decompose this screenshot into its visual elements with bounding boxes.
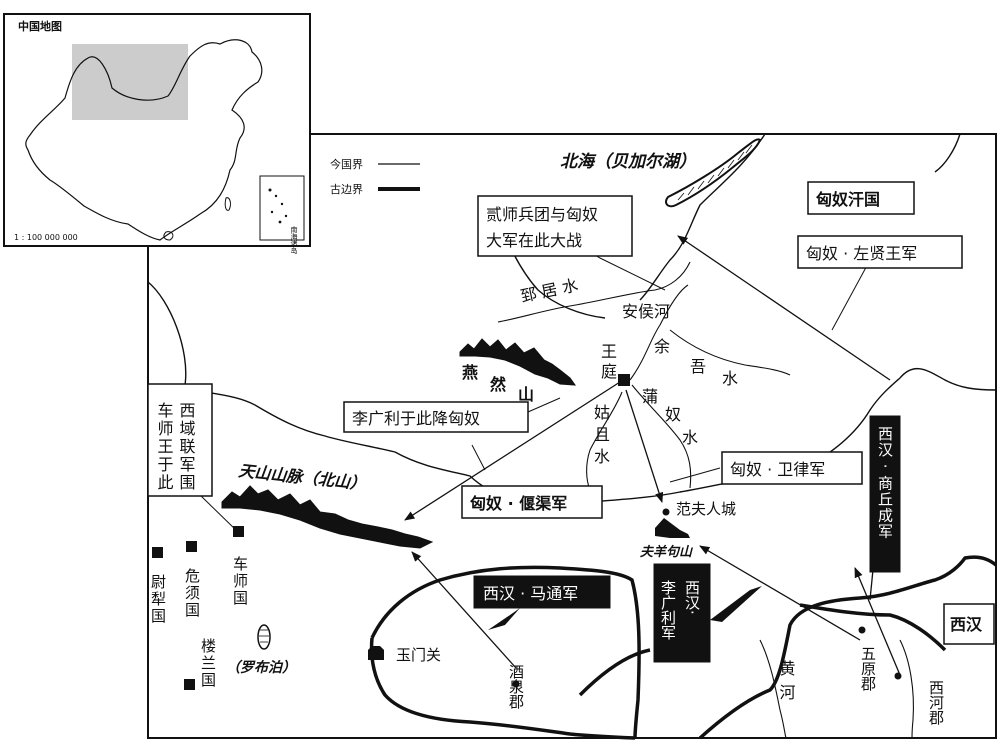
arrow-wangting-to-tianshan	[404, 381, 621, 521]
svg-text:匈奴 · 偃渠军: 匈奴 · 偃渠军	[469, 494, 567, 513]
label-guqie-3: 水	[594, 447, 610, 466]
jiuquan-marker	[512, 680, 520, 688]
svg-text:贰师兵团与匈奴: 贰师兵团与匈奴	[486, 205, 598, 224]
svg-text:李广利军: 李广利军	[659, 580, 677, 640]
label-yanran-3: 山	[518, 385, 534, 404]
callout-zuoxian: 匈奴 · 左贤王军	[797, 235, 963, 269]
label-puhe-2: 奴	[665, 405, 681, 424]
label-yanran-2: 然	[490, 375, 506, 394]
label-puhe-1: 蒲	[642, 387, 658, 406]
xihe-marker	[894, 672, 902, 680]
legend-ancient-label: 古边界	[330, 183, 363, 196]
callout-shangqiu: 西汉 · 商丘成军	[869, 415, 901, 573]
loulan-marker	[184, 679, 195, 690]
point-markers	[152, 374, 902, 690]
label-weixu: 危须国	[183, 568, 201, 619]
main-map: 今国界 古边界 北海（贝加尔湖） 匈奴汗国 贰师兵团与匈奴 大军在此大战 匈奴 …	[147, 133, 998, 740]
yumenguan-marker	[368, 646, 384, 660]
label-xihe: 西河郡	[927, 680, 945, 725]
label-loulan: 楼兰国	[199, 638, 217, 689]
lake-baikal	[665, 138, 762, 208]
cheshi-marker	[233, 526, 244, 537]
callout-weilv: 匈奴 · 卫律军	[721, 451, 863, 485]
callout-xiyu: 西域联军围 车师王于此	[147, 383, 213, 497]
svg-text:西汉 · 商丘成军: 西汉 · 商丘成军	[876, 426, 894, 539]
svg-text:车师王于此: 车师王于此	[155, 402, 174, 492]
label-fanfu: 范夫人城	[676, 500, 736, 518]
china-outline	[25, 39, 263, 241]
rivers	[497, 261, 914, 739]
weili-marker	[152, 547, 163, 558]
south-sea-label: 南海诸岛	[290, 225, 298, 255]
hainan-outline	[163, 231, 174, 241]
arrow-wangting-to-fanfu	[625, 389, 664, 503]
south-sea-islands	[268, 188, 288, 224]
callout-battle: 贰师兵团与匈奴 大军在此大战	[477, 195, 633, 257]
label-puhe-3: 水	[682, 428, 698, 447]
label-lop-nor: （罗布泊）	[226, 659, 296, 676]
label-guqie-1: 姑	[594, 403, 610, 422]
label-guqie-2: 且	[594, 425, 610, 444]
callout-xihan: 西汉	[943, 603, 995, 645]
label-wangting-2: 庭	[601, 362, 617, 381]
label-wangting-1: 王	[601, 342, 617, 361]
li-guangli-pointer	[710, 586, 762, 622]
label-beihai: 北海（贝加尔湖）	[560, 152, 696, 172]
callout-li-guangli: 西汉· 李广利军	[653, 563, 711, 663]
svg-text:匈奴 · 左贤王军: 匈奴 · 左贤王军	[806, 244, 917, 263]
ancient-borders	[369, 555, 998, 740]
svg-text:西汉 · 马通军: 西汉 · 马通军	[483, 584, 578, 603]
svg-text:西域联军围: 西域联军围	[177, 402, 196, 492]
legend: 今国界 古边界	[330, 157, 420, 196]
label-yumenguan: 玉门关	[396, 646, 441, 664]
inset-highlight-region	[72, 44, 188, 120]
label-weili: 尉犁国	[149, 574, 167, 625]
callout-matong: 西汉 · 马通军	[473, 575, 611, 609]
label-jiuquan: 酒泉郡	[507, 664, 525, 709]
svg-text:大军在此大战: 大军在此大战	[486, 231, 582, 250]
label-yanran-1: 燕	[462, 363, 478, 382]
svg-text:匈奴 · 卫律军: 匈奴 · 卫律军	[730, 460, 825, 479]
inset-map: 中国地图 南海诸岛 1 : 100 000 000	[3, 13, 311, 255]
arrow-wuyuan-to-fuyangju	[699, 545, 861, 641]
lake-baikal-hatch	[677, 144, 753, 201]
wangting-marker	[618, 374, 630, 386]
label-wuyuan: 五原郡	[859, 646, 877, 691]
label-yuwu-2: 吾	[690, 357, 706, 376]
weixu-marker	[186, 541, 197, 552]
label-yuwu-1: 余	[654, 337, 670, 356]
inset-scale: 1 : 100 000 000	[14, 233, 78, 242]
arrow-xihe-to-north	[854, 567, 901, 676]
label-xiongnu-khanate: 匈奴汗国	[807, 181, 915, 215]
label-anhouhe: 安侯河	[622, 302, 670, 321]
arrow-xiongnu-to-battle	[677, 235, 891, 381]
svg-text:李广利于此降匈奴: 李广利于此降匈奴	[352, 409, 480, 428]
inset-title: 中国地图	[18, 19, 62, 33]
callout-li-surrender: 李广利于此降匈奴	[343, 401, 529, 433]
fuyangju-mountain	[655, 518, 690, 538]
legend-modern-label: 今国界	[330, 157, 363, 171]
label-cheshi: 车师国	[231, 556, 249, 607]
south-sea-box	[259, 175, 305, 241]
label-huanghe: 黄河	[777, 660, 796, 708]
tianshan-mountains	[221, 485, 434, 549]
arrow-jiuquan-to-tianshan	[411, 551, 517, 669]
lop-nor-lake	[257, 624, 271, 650]
callout-yanqu: 匈奴 · 偃渠军	[461, 485, 603, 519]
campaign-arrows	[404, 235, 901, 676]
svg-text:西汉: 西汉	[950, 615, 983, 634]
svg-text:匈奴汗国: 匈奴汗国	[815, 190, 880, 209]
fanfu-marker	[662, 508, 670, 516]
svg-text:西汉·: 西汉·	[683, 580, 701, 615]
taiwan-outline	[224, 197, 231, 211]
label-fuyangju: 夫羊句山	[639, 544, 694, 560]
label-yuwu-3: 水	[722, 369, 738, 388]
yanran-mountains	[459, 338, 577, 386]
wuyuan-marker	[858, 626, 866, 634]
